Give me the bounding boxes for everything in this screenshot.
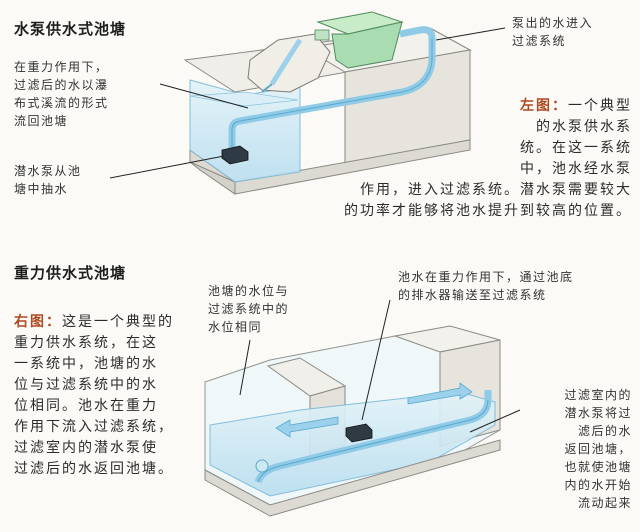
caption-line: 重力供水系统，在这 <box>14 335 158 351</box>
label-line: 过滤后的水以瀑 <box>14 78 109 92</box>
caption-line: 作用下流入过滤系统， <box>14 419 174 435</box>
leader-filter-in <box>435 27 506 41</box>
gravity-slab <box>204 439 501 517</box>
label-line: 返回池塘， <box>564 442 632 456</box>
label-line: 池水在重力作用下，通过池底 <box>398 270 574 284</box>
label-line: 流回池塘 <box>14 114 69 128</box>
pump-fed-pond-diagram <box>109 11 506 195</box>
caption-lead: 右图： <box>14 314 62 330</box>
caption-line: 作用，进入过滤系统。潜水泵需要较大 <box>360 182 632 198</box>
rock-waterfall <box>247 33 331 93</box>
label-line: 过滤系统中的 <box>208 302 290 316</box>
caption-line: 过滤后的水返回池塘。 <box>14 461 174 477</box>
bottom-drain <box>255 459 269 473</box>
leader-gravity <box>159 83 249 109</box>
gravity-pump <box>345 423 373 443</box>
waterfall-stream <box>269 38 303 86</box>
flow-arrow-in <box>407 382 473 405</box>
label-pump-draw: 潜水泵从池 塘中抽水 <box>14 162 82 198</box>
label-line: 潜水泵从池 <box>14 164 82 178</box>
submersible-pump <box>221 145 249 165</box>
gravity-caption: 右图：这是一个典型的 重力供水系统，在这 一系统中，池塘的水 位与过滤系统中的水… <box>14 312 194 480</box>
label-line: 也就使池塘 <box>564 460 632 474</box>
label-line: 潜水泵将过 <box>564 406 632 420</box>
filter-outlet <box>314 29 330 41</box>
caption-lead: 左图： <box>520 98 568 114</box>
label-bottom-drain: 池水在重力作用下，通过池底 的排水器输送至过滤系统 <box>398 268 574 304</box>
caption-line: 左图：一个典型 <box>298 96 632 117</box>
label-line: 的排水器输送至过滤系统 <box>398 288 547 302</box>
leader-return <box>469 409 521 433</box>
caption-line: 中，池水经水泵 <box>520 161 632 177</box>
label-return-pump: 过滤室内的 潜水泵将过 滤后的水 返回池塘， 也就使池塘 内的水开始 流动起来 <box>520 386 632 512</box>
label-line: 滤后的水 <box>577 424 632 438</box>
caption-line: 位与过滤系统中的水 <box>14 377 158 393</box>
flow-arrow-return <box>275 416 339 438</box>
label-line: 在重力作用下， <box>14 60 109 74</box>
caption-line: 右图：这是一个典型的 <box>14 312 194 333</box>
label-line: 过滤室内的 <box>564 388 632 402</box>
leader-pump <box>109 155 225 179</box>
gravity-water <box>209 391 496 497</box>
gravity-fed-pond-diagram <box>204 299 521 517</box>
caption-line: 统。在这一系统 <box>520 140 632 156</box>
caption-line: 的功率才能够将池水提升到较高的位置。 <box>344 203 632 219</box>
label-line: 内的水开始 <box>564 478 632 492</box>
label-line: 塘中抽水 <box>14 182 69 196</box>
gravity-section-title: 重力供水式池塘 <box>14 264 127 282</box>
label-filter-in: 泵出的水进入 过滤系统 <box>512 14 593 50</box>
label-line: 泵出的水进入 <box>512 16 594 30</box>
caption-line: 过滤室内的潜水泵使 <box>14 440 158 456</box>
filter-box-front <box>331 21 403 69</box>
label-water-level: 池塘的水位与 过滤系统中的 水位相同 <box>208 282 289 336</box>
slab-front <box>189 161 236 195</box>
caption-text: 一个典型 <box>568 98 632 114</box>
caption-text: 这是一个典型的 <box>62 314 174 330</box>
pump-caption: 左图：一个典型 的水泵供水系 统。在这一系统 中，池水经水泵 作用，进入过滤系统… <box>298 96 632 222</box>
caption-line: 位相同。池水在重力 <box>14 398 158 414</box>
caption-line: 的水泵供水系 <box>536 119 632 135</box>
leader-level <box>239 339 251 396</box>
label-line: 流动起来 <box>577 496 632 510</box>
caption-line: 一系统中，池塘的水 <box>14 356 158 372</box>
label-line: 水位相同 <box>208 320 263 334</box>
label-line: 布式溪流的形式 <box>14 96 109 110</box>
leader-drain <box>361 299 391 421</box>
label-line: 池塘的水位与 <box>208 284 290 298</box>
label-gravity-return: 在重力作用下， 过滤后的水以瀑 布式溪流的形式 流回池塘 <box>14 58 164 130</box>
pump-section-title: 水泵供水式池塘 <box>14 20 127 38</box>
label-line: 过滤系统 <box>512 34 567 48</box>
